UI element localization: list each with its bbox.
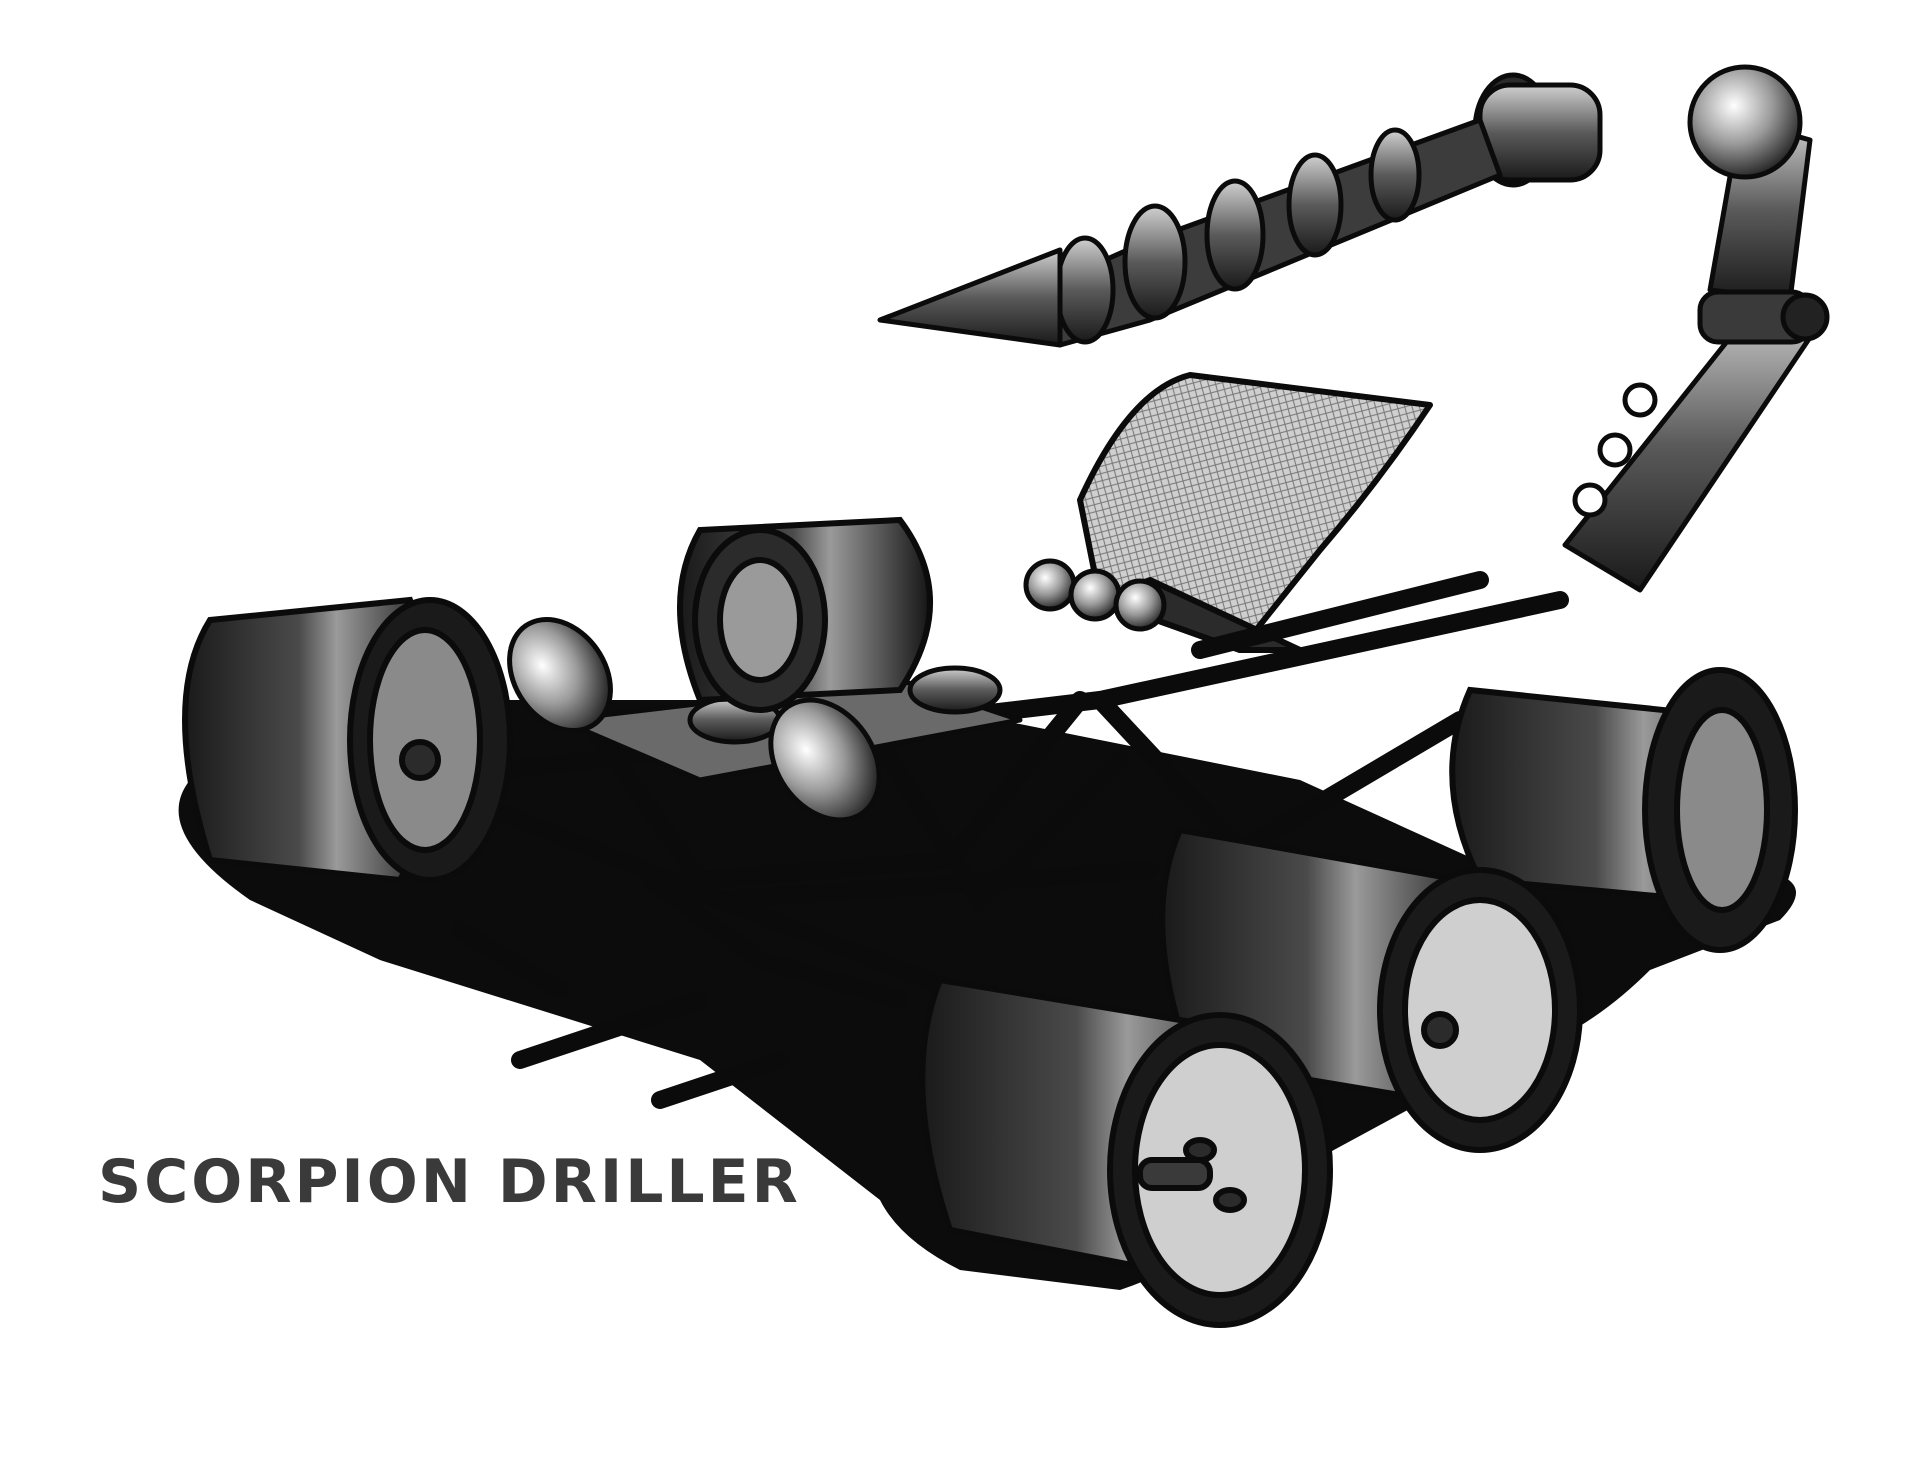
wheel-right-rear [1449, 667, 1798, 953]
headlights [507, 558, 1167, 823]
wheel-rear-center [677, 516, 933, 713]
drill-screw [877, 117, 1503, 348]
tail-arm [1472, 64, 1830, 593]
artwork-title: SCORPION DRILLER [98, 1147, 801, 1217]
wheel-rear-left [182, 596, 513, 884]
wheel-front-center [1159, 826, 1583, 1153]
tube-frame [411, 571, 1569, 1109]
wheel-front-left [919, 976, 1333, 1328]
